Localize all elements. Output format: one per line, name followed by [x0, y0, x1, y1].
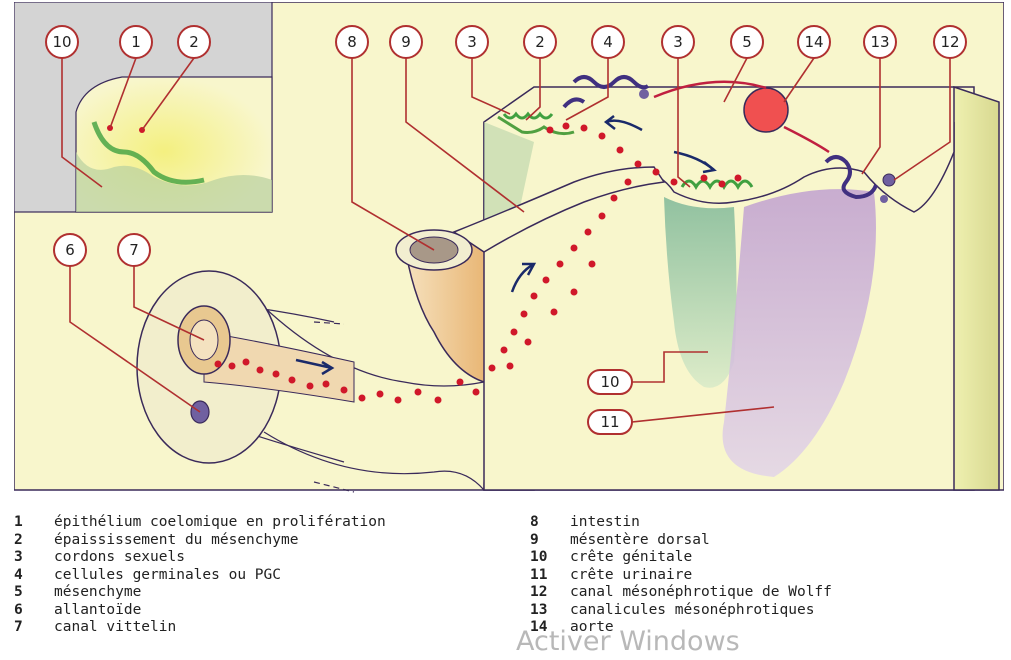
- svg-text:11: 11: [600, 413, 619, 431]
- svg-text:8: 8: [347, 33, 357, 51]
- callout-10-main: 10: [588, 370, 632, 394]
- svg-text:10: 10: [600, 373, 619, 391]
- callout-10-inset: 10: [46, 26, 78, 58]
- callout-4: 4: [592, 26, 624, 58]
- callout-11: 11: [588, 410, 632, 434]
- callout-1-inset: 1: [120, 26, 152, 58]
- svg-text:4: 4: [603, 33, 613, 51]
- callout-14: 14: [798, 26, 830, 58]
- callout-3-a: 3: [456, 26, 488, 58]
- callout-2-inset: 2: [178, 26, 210, 58]
- svg-text:3: 3: [673, 33, 683, 51]
- callout-3-b: 3: [662, 26, 694, 58]
- callout-8: 8: [336, 26, 368, 58]
- callout-13: 13: [864, 26, 896, 58]
- svg-text:10: 10: [52, 33, 71, 51]
- svg-text:7: 7: [129, 241, 139, 259]
- svg-text:9: 9: [401, 33, 411, 51]
- svg-text:3: 3: [467, 33, 477, 51]
- callout-9: 9: [390, 26, 422, 58]
- embryo-diagram: 10 1 2 8 9 3 2 4 3 5 14 13 12 6 7 10 11: [14, 2, 1004, 512]
- callout-7: 7: [118, 234, 150, 266]
- wolffian-duct: [883, 174, 895, 186]
- svg-text:2: 2: [535, 33, 545, 51]
- activation-watermark: Activer Windows: [516, 626, 740, 657]
- svg-text:12: 12: [940, 33, 959, 51]
- svg-text:5: 5: [742, 33, 752, 51]
- svg-text:6: 6: [65, 241, 75, 259]
- callout-12: 12: [934, 26, 966, 58]
- aorta: [744, 88, 788, 132]
- svg-text:2: 2: [189, 33, 199, 51]
- svg-text:14: 14: [804, 33, 823, 51]
- svg-text:13: 13: [870, 33, 889, 51]
- callout-5: 5: [731, 26, 763, 58]
- callout-6: 6: [54, 234, 86, 266]
- svg-text:1: 1: [131, 33, 141, 51]
- callout-2-main: 2: [524, 26, 556, 58]
